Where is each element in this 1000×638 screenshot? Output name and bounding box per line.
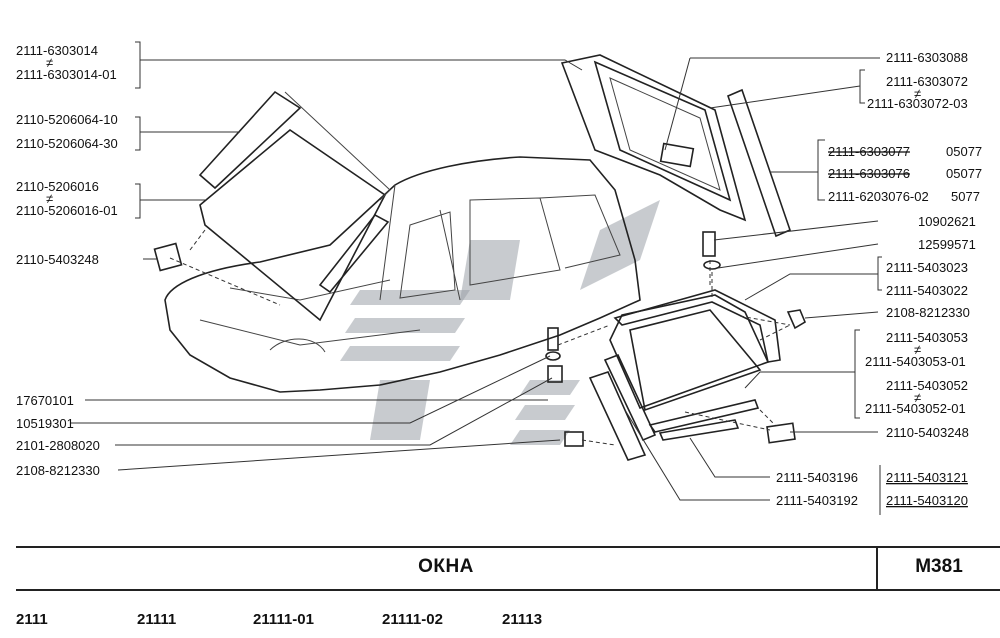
part-label: 2111-5403052 [886,378,968,393]
part-label: 2110-5206016 [16,179,99,194]
neq-mark: ≠ [914,390,921,405]
car-body-drawing [164,156,641,393]
neq-mark: ≠ [914,86,921,101]
part-label: 10902621 [918,214,976,229]
assembly-lines [169,229,791,446]
model-list: 2111 21111 21111-01 21111-02 21113 [16,611,616,631]
rear-door-window-drawing [545,231,807,461]
model-code: 21111-01 [253,611,314,628]
part-label: 2110-5403248 [16,252,99,267]
part-label: 2111-5403052-01 [865,401,966,416]
labels-left: 2111-6303014 ≠ 2111-6303014-01 2110-5206… [16,43,118,478]
part-label: 05077 [946,166,982,181]
part-label: 2108-8212330 [16,463,100,478]
parts-diagram: 2111-6303014 ≠ 2111-6303014-01 2110-5206… [16,41,982,515]
part-label: 10519301 [16,416,74,431]
part-label: 05077 [946,144,982,159]
footer-bottom-rule [16,589,1000,591]
footer-separator [876,546,878,589]
part-label: 2111-5403192 [776,493,858,508]
section-title: ОКНА [418,556,474,577]
model-code: 21111-02 [382,611,443,628]
part-label: 2111-5403120 [886,493,968,508]
model-code: 2111 [16,611,48,628]
part-label: 2111-6203076-02 [828,189,929,204]
neq-mark: ≠ [46,55,53,70]
leader-lines-left [70,41,583,471]
part-label: 2110-5206064-30 [16,136,118,151]
part-label: 2111-6303077 [828,144,910,159]
part-label: 2110-5206016-01 [16,203,118,218]
part-label: 2111-5403196 [776,470,858,485]
rear-side-window-drawing [560,54,791,238]
footer-top-rule [16,546,1000,548]
part-label: 12599571 [918,237,976,252]
model-code: 21111 [137,611,177,628]
part-label: 5077 [951,189,980,204]
windshield-drawing [153,90,391,322]
part-label: 2111-5403053-01 [865,354,966,369]
part-label: 2111-6303088 [886,50,968,65]
part-label: 2111-6303072 [886,74,968,89]
part-label: 2111-6303076 [828,166,910,181]
part-label: 2111-5403121 [886,470,968,485]
model-code: 21113 [502,611,543,628]
leader-lines-right [624,57,882,515]
part-label: 2111-6303072-03 [867,96,968,111]
part-label: 2111-5403053 [886,330,968,345]
section-code: М381 [915,556,963,577]
part-label: 2108-8212330 [886,305,970,320]
neq-mark: ≠ [46,191,53,206]
part-label: 2111-5403023 [886,260,968,275]
part-label: 17670101 [16,393,74,408]
watermark-logo [340,200,660,445]
part-label: 2101-2808020 [16,438,100,453]
part-label: 2111-6303014-01 [16,67,117,82]
neq-mark: ≠ [914,342,921,357]
part-label: 2110-5206064-10 [16,112,118,127]
part-label: 2110-5403248 [886,425,969,440]
part-label: 2111-5403022 [886,283,968,298]
part-label: 2111-6303014 [16,43,98,58]
labels-right: 2111-6303088 2111-6303072 ≠ 2111-6303072… [776,50,982,508]
